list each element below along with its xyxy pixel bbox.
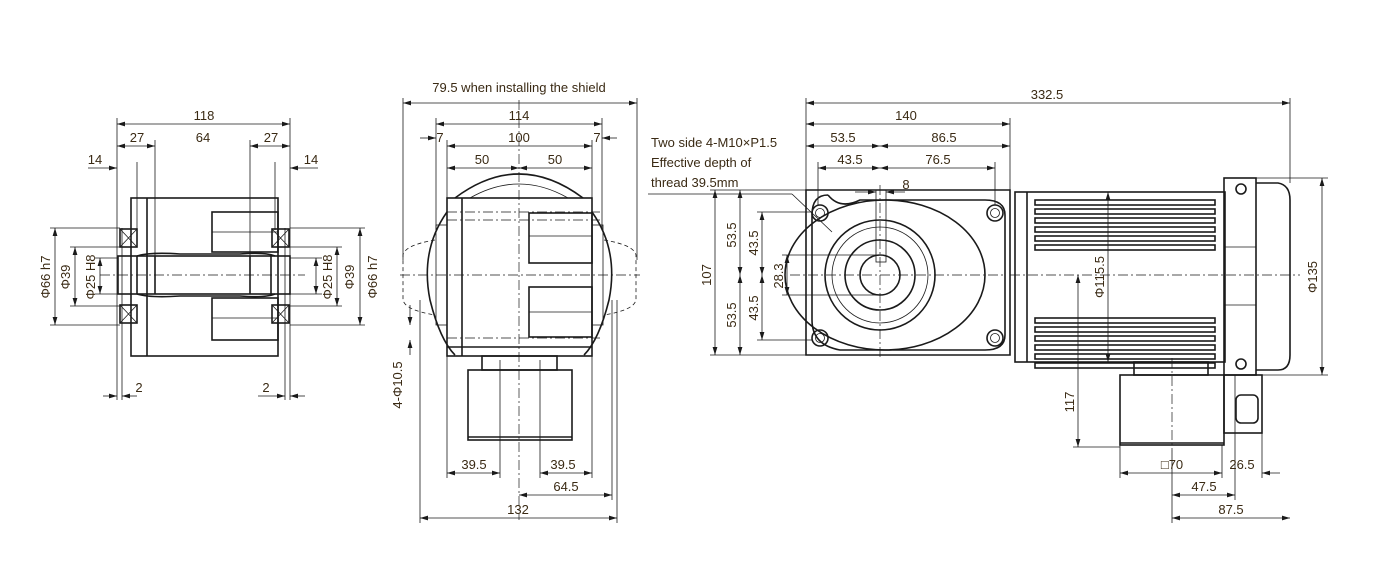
dim-43-5-upper: 43.5 <box>746 230 761 255</box>
dim-132: 132 <box>507 502 529 517</box>
cooling-fin <box>1034 208 1216 215</box>
dim-114: 114 <box>509 108 530 123</box>
dim-phi66-left: Φ66 h7 <box>38 256 53 299</box>
dim-27-right: 27 <box>264 130 278 145</box>
dim-7-left: 7 <box>436 130 443 145</box>
dim-phi25-left: Φ25 H8 <box>83 254 98 299</box>
dim-39-5-left: 39.5 <box>461 457 486 472</box>
dim-box-70: □70 <box>1161 457 1183 472</box>
dim-7-right: 7 <box>593 130 600 145</box>
cooling-fin <box>1034 235 1216 242</box>
dim-14-right: 14 <box>304 152 318 167</box>
cooling-fin <box>1034 317 1216 324</box>
bolt-hole-icon <box>811 204 1004 347</box>
dim-86-5: 86.5 <box>931 130 956 145</box>
cooling-fin <box>1034 217 1216 224</box>
cooling-fin <box>1034 199 1216 206</box>
dim-phi39-left: Φ39 <box>58 265 73 290</box>
dim-50-left: 50 <box>475 152 489 167</box>
dim-117: 117 <box>1062 392 1077 413</box>
hole-note: 4-Φ10.5 <box>390 361 405 408</box>
dim-43-5-lower: 43.5 <box>746 295 761 320</box>
cooling-fin <box>1034 326 1216 333</box>
dim-87-5: 87.5 <box>1218 502 1243 517</box>
side-view <box>100 197 305 357</box>
top-view-labels: 332.5 140 53.5 86.5 43.5 76.5 8 Two side… <box>651 87 1320 517</box>
dim-phi39-right: Φ39 <box>342 265 357 290</box>
bearing-icon <box>119 228 290 324</box>
thread-note-line-2: Effective depth of <box>651 155 752 170</box>
dim-8: 8 <box>902 177 909 192</box>
dimension-lines <box>50 98 1328 523</box>
front-view-labels: 79.5 when installing the shield 114 100 … <box>390 80 606 517</box>
dim-phi135: Φ135 <box>1305 261 1320 293</box>
dim-14-left: 14 <box>88 152 102 167</box>
dim-64-5: 64.5 <box>553 479 578 494</box>
thread-note-line-3: thread 39.5mm <box>651 175 738 190</box>
front-view <box>400 100 640 520</box>
dim-2-left: 2 <box>135 380 142 395</box>
cooling-fin <box>1034 244 1216 251</box>
dim-47-5: 47.5 <box>1191 479 1216 494</box>
side-view-labels: 118 27 64 27 14 14 Φ66 h7 Φ39 Φ25 H8 Φ25… <box>38 108 380 395</box>
dim-phi66-right: Φ66 h7 <box>365 256 380 299</box>
dim-43-5: 43.5 <box>837 152 862 167</box>
dim-2-right: 2 <box>262 380 269 395</box>
dim-100: 100 <box>508 130 530 145</box>
dim-64: 64 <box>196 130 210 145</box>
dim-phi25-right: Φ25 H8 <box>320 254 335 299</box>
dim-phi115-5: Φ115.5 <box>1092 256 1107 298</box>
dim-39-5-right: 39.5 <box>550 457 575 472</box>
cooling-fin <box>1034 362 1216 369</box>
dim-118: 118 <box>194 108 215 123</box>
cooling-fin <box>1034 344 1216 351</box>
shield-note: 79.5 when installing the shield <box>432 80 605 95</box>
cooling-fin <box>1034 226 1216 233</box>
dim-26-5: 26.5 <box>1229 457 1254 472</box>
dim-76-5: 76.5 <box>925 152 950 167</box>
dim-107: 107 <box>699 264 714 286</box>
dim-27-left: 27 <box>130 130 144 145</box>
dim-332-5: 332.5 <box>1031 87 1064 102</box>
cooling-fin <box>1034 335 1216 342</box>
dim-53-5-upper: 53.5 <box>724 222 739 247</box>
thread-note-line-1: Two side 4-M10×P1.5 <box>651 135 777 150</box>
cooling-fin <box>1034 353 1216 360</box>
dim-140: 140 <box>895 108 917 123</box>
dim-50-right: 50 <box>548 152 562 167</box>
cooling-fins <box>1034 199 1216 369</box>
dim-53-5: 53.5 <box>830 130 855 145</box>
top-view <box>648 177 1300 450</box>
dim-53-5-lower: 53.5 <box>724 302 739 327</box>
dim-28-3: 28.3 <box>771 263 786 288</box>
